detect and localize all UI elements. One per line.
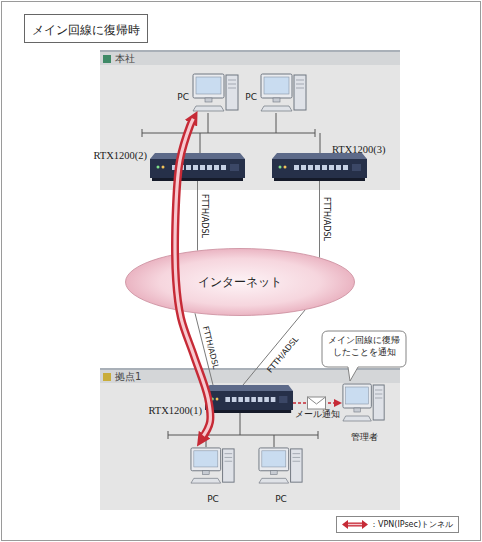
device-label: PC <box>275 494 287 504</box>
mail-label: メール通知 <box>295 409 340 419</box>
panel-title: 本社 <box>115 52 135 66</box>
pc-node: PC <box>190 447 236 485</box>
edge-label-wrap: FTTH/ADSL <box>321 197 337 241</box>
lan-drop <box>206 435 207 447</box>
site-panel: 本社PCPCRTX1200(2)RTX1200(3) <box>100 50 400 190</box>
title-box: メイン回線に復帰時 <box>24 14 148 43</box>
pc-node: PC <box>260 73 308 113</box>
line-type-label: FTTH/ADSL <box>200 194 209 238</box>
pc-node: PC <box>258 447 304 485</box>
legend-row: ：VPN(IPsec)トンネル <box>342 519 453 530</box>
bus-end <box>142 129 143 137</box>
bus-end <box>315 129 316 137</box>
router-node: RTX1200(1) <box>205 385 293 413</box>
site-panel: 拠点1RTX1200(1) 管理者 PC PC <box>100 368 400 510</box>
header-square <box>103 373 111 381</box>
lan-drop <box>200 133 201 153</box>
lan-drop <box>274 435 275 447</box>
access-line <box>243 310 305 385</box>
line-type-label: FTTH/ADSL <box>201 325 220 370</box>
label-wrap: PC <box>177 85 189 104</box>
router-node: RTX1200(2) <box>150 153 245 181</box>
label-wrap: 管理者 <box>326 425 402 444</box>
device-label: PC <box>207 494 219 504</box>
pc-icon <box>190 447 236 485</box>
router-icon <box>272 153 367 181</box>
internet-cloud: インターネット <box>125 248 355 316</box>
title-text: メイン回線に復帰時 <box>32 23 140 37</box>
label-wrap: RTX1200(2) <box>93 144 147 163</box>
access-line <box>197 181 198 250</box>
legend-box: ：VPN(IPsec)トンネル <box>336 516 459 533</box>
bus-end <box>318 431 319 439</box>
edge-label-wrap: FTTH/ADSL <box>200 324 226 371</box>
header-square <box>103 55 111 63</box>
pc-icon <box>192 73 240 113</box>
label-wrap: PC <box>174 487 252 506</box>
label-wrap: PC <box>245 85 257 104</box>
edge-label-wrap: FTTH/ADSL <box>199 194 215 238</box>
label-wrap: RTX1200(3) <box>332 138 386 157</box>
envelope-icon <box>308 397 326 409</box>
pc-icon <box>342 383 386 423</box>
pc-icon <box>258 447 304 485</box>
lan-drop <box>320 133 321 153</box>
lan-bus <box>142 133 315 134</box>
router-name: RTX1200(2) <box>93 150 147 161</box>
lan-drop <box>276 113 277 133</box>
legend-sample <box>342 520 368 529</box>
device-label: 管理者 <box>351 432 378 442</box>
label-wrap: PC <box>242 487 320 506</box>
access-line <box>319 181 320 257</box>
lan-drop <box>240 413 241 435</box>
lan-bus <box>168 435 318 436</box>
edge-label-wrap: メール通知 <box>295 404 340 420</box>
router-icon <box>205 385 293 413</box>
pc-node: PC <box>192 73 240 113</box>
admin-pc: 管理者 <box>342 383 386 423</box>
cloud-label: インターネット <box>198 274 282 291</box>
bubble-text: メイン回線に復帰 したことを通知 <box>322 331 406 362</box>
vpn-tunnel <box>175 119 210 439</box>
line-type-label: FTTH/ADSL <box>322 197 331 241</box>
lan-drop <box>208 113 209 133</box>
router-name: RTX1200(1) <box>148 405 202 416</box>
pc-icon <box>260 73 308 113</box>
legend-text: ：VPN(IPsec)トンネル <box>370 519 453 530</box>
mail-arrow <box>293 402 337 404</box>
router-icon <box>150 153 245 181</box>
device-label: PC <box>245 92 257 102</box>
router-name: RTX1200(3) <box>332 144 386 155</box>
panel-header: 本社 <box>100 50 400 65</box>
panel-title: 拠点1 <box>115 370 141 384</box>
speech-bubble: メイン回線に復帰 したことを通知 <box>322 331 406 367</box>
device-label: PC <box>177 92 189 102</box>
router-node: RTX1200(3) <box>272 153 367 181</box>
label-wrap: RTX1200(1) <box>148 399 202 418</box>
bus-end <box>168 431 169 439</box>
tunnel-core <box>175 119 210 436</box>
